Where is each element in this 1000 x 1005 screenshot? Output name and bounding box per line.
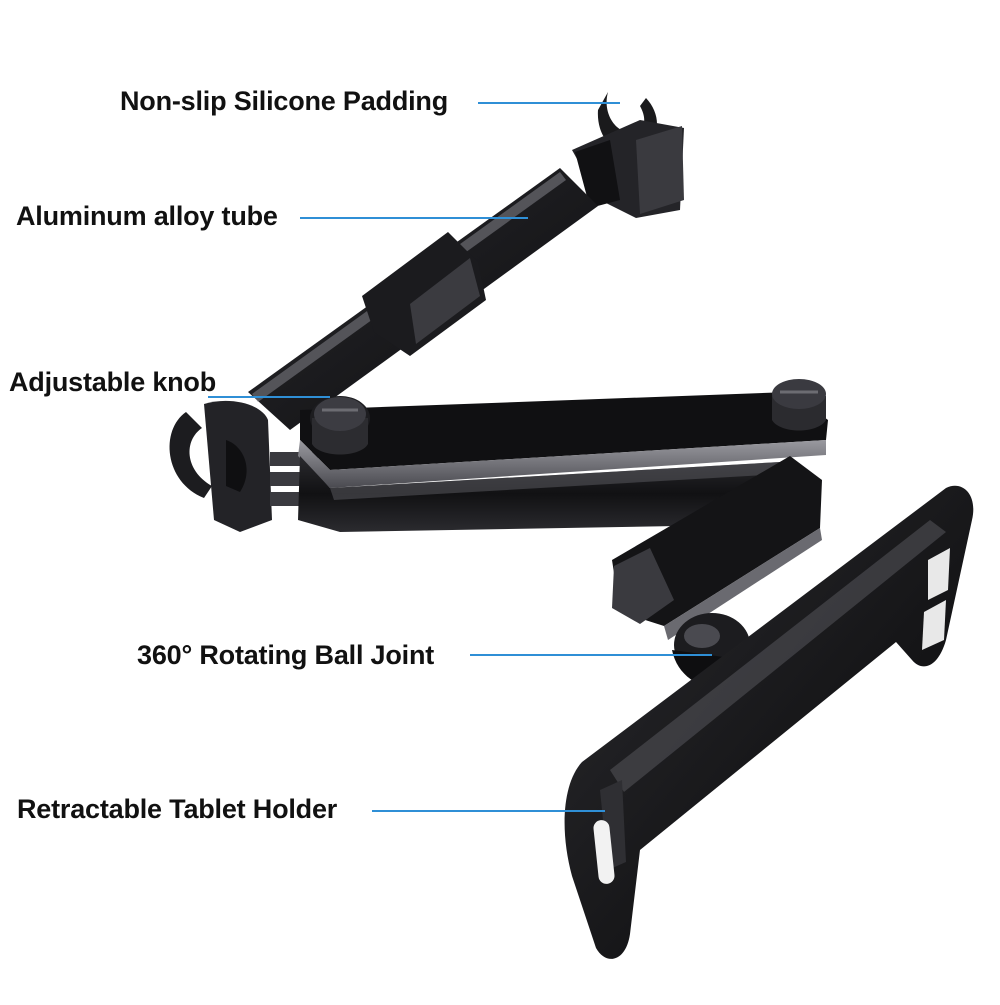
lower-arm xyxy=(612,456,822,640)
leader-lines xyxy=(208,102,712,812)
hinge-knob xyxy=(772,379,826,431)
tablet-holder xyxy=(564,485,974,959)
folding-arm xyxy=(298,392,828,532)
callout-label-adjustable-knob: Adjustable knob xyxy=(9,367,217,397)
callout-label-silicone-padding: Non-slip Silicone Padding xyxy=(120,86,449,116)
callout-label-aluminum-tube: Aluminum alloy tube xyxy=(16,201,278,231)
adjustable-knob xyxy=(310,396,370,455)
callout-label-tablet-holder: Retractable Tablet Holder xyxy=(17,794,338,824)
top-clamp xyxy=(572,92,684,218)
upper-tube xyxy=(248,168,598,430)
callout-label-ball-joint: 360° Rotating Ball Joint xyxy=(137,640,435,670)
